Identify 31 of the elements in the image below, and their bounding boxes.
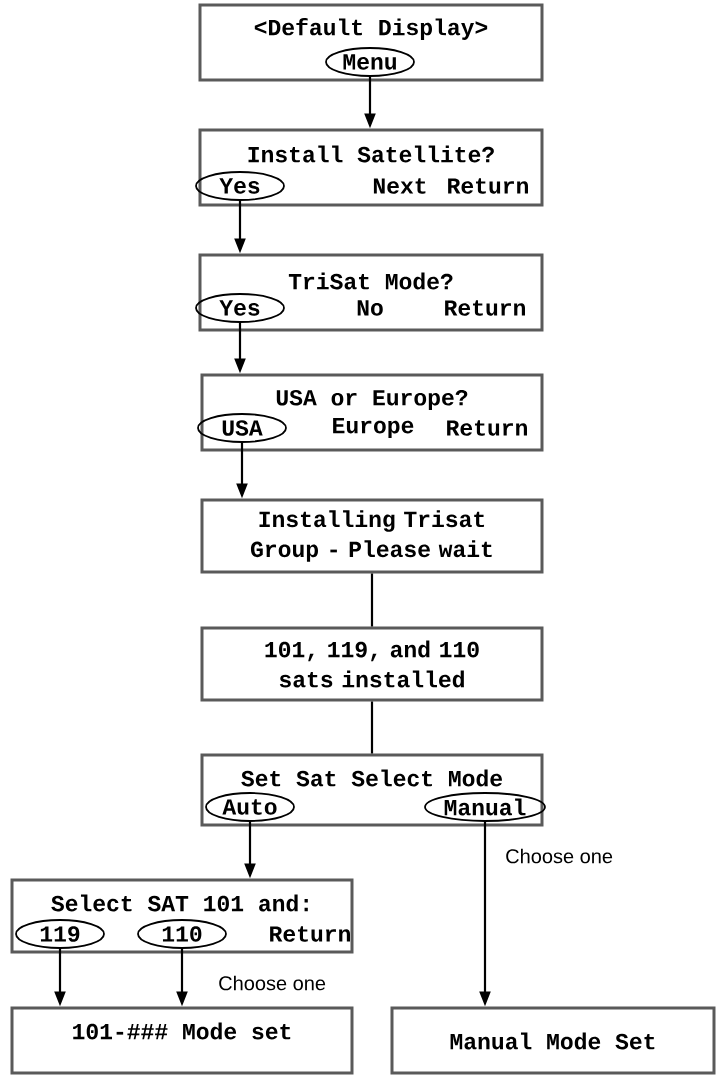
screen-box [200,498,544,574]
note-text: Choose one [219,975,326,991]
prompt-text: Set Sat Select Mode [241,769,502,787]
screen-box [198,3,544,82]
note-text: Choose one [506,848,613,864]
prompt-text: TriSat Mode? [288,272,453,290]
prompt-text: Installing Trisat Group - Please wait [251,510,492,562]
screen-box [200,626,544,702]
screen-box [198,253,544,332]
screen-box [390,1006,716,1075]
prompt-text: Select SAT 101 and: [51,894,308,912]
screen-box [200,753,544,827]
prompt-text: 101-### Mode set [73,1022,291,1040]
prompt-text: Manual Mode Set [450,1032,655,1050]
option-text: Return [270,926,350,942]
connector-line [370,573,374,627]
prompt-text: 101, 119, and 110 sats installed [265,640,479,688]
option-text: Return [448,178,528,194]
screen-box [200,373,544,452]
option-text: Next [373,178,426,194]
option-text: Europe [333,418,414,438]
prompt-text: USA or Europe? [276,389,468,411]
connector-line [370,701,374,754]
screen-box [10,878,354,954]
option-text: No [357,300,383,316]
option-text: Return [447,420,527,436]
screen-box [10,1006,354,1075]
screen-box [198,128,544,207]
option-text: Return [445,300,525,316]
prompt-text: <Default Display> [254,18,488,40]
prompt-text: Install Satellite? [248,145,494,163]
